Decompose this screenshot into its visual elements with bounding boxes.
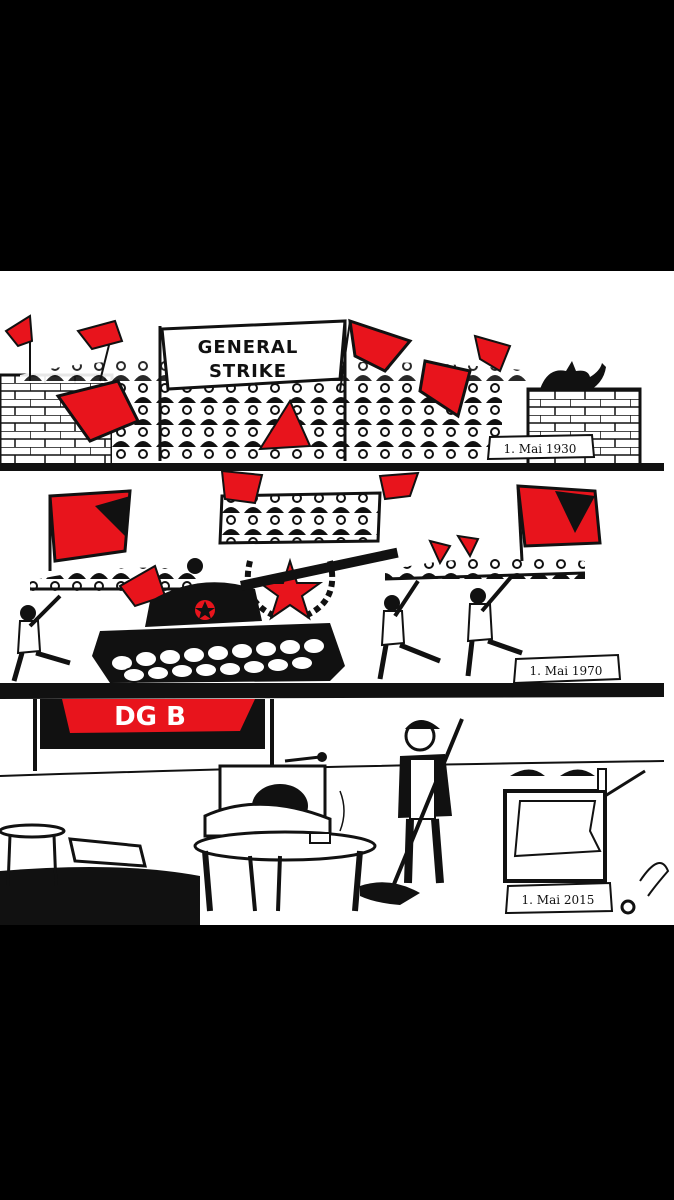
panel-1970: 1. Mai 1970 <box>0 469 664 699</box>
panel-2015: DG B <box>0 699 670 925</box>
date-label-2015: 1. Mai 2015 <box>504 881 614 915</box>
date-text-1970: 1. Mai 1970 <box>530 664 603 678</box>
date-text-1930: 1. Mai 1930 <box>504 442 577 456</box>
panel-divider-2 <box>0 683 664 699</box>
general-strike-banner: GENERAL STRIKE <box>158 319 347 461</box>
date-label-1970: 1. Mai 1970 <box>512 653 622 685</box>
cleaning-woman <box>398 720 452 884</box>
dgb-sign: DG B <box>33 699 274 771</box>
sleeping-man <box>193 764 377 912</box>
microphone-icon <box>284 752 327 763</box>
banner-line-2: STRIKE <box>209 361 287 382</box>
cartoon-drawing: GENERAL STRIKE 1. Mai 1930 <box>0 314 670 925</box>
banner-line-1: GENERAL <box>198 337 299 358</box>
grandstand <box>218 491 382 545</box>
fallen-chair <box>68 837 147 868</box>
marching-soldiers <box>11 574 523 682</box>
date-text-2015: 1. Mai 2015 <box>522 893 595 907</box>
cart-icon <box>503 768 646 915</box>
side-table <box>0 823 66 887</box>
flag-icon <box>4 314 512 451</box>
mop-icon <box>360 718 464 905</box>
panel-1930: GENERAL STRIKE 1. Mai 1930 <box>0 314 664 471</box>
tank-icon <box>92 547 399 683</box>
cat-icon <box>540 361 606 389</box>
dgb-sign-text: DG B <box>114 702 186 732</box>
panel-divider-1 <box>0 463 664 471</box>
artist-signature <box>639 862 670 897</box>
cartoon-image: GENERAL STRIKE 1. Mai 1930 <box>0 271 674 925</box>
date-label-1930: 1. Mai 1930 <box>486 433 596 461</box>
flag-icon <box>48 469 602 608</box>
